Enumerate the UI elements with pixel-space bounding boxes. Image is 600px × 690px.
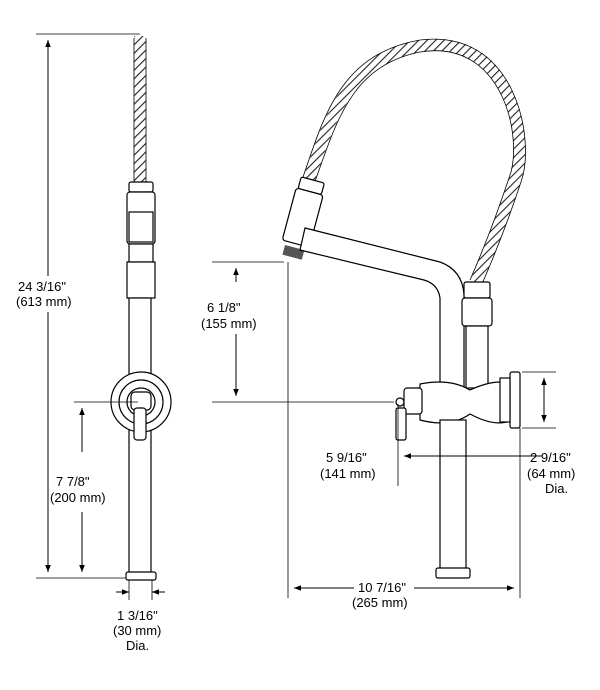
base-diameter-imperial: 1 3/16": [117, 608, 158, 623]
handle-reach-metric: (141 mm): [320, 466, 376, 481]
spout-reach-imperial: 10 7/16": [358, 580, 406, 595]
handle-reach-imperial: 5 9/16": [326, 450, 367, 465]
side-hose: [302, 38, 526, 285]
base-diameter-dimension: [116, 580, 165, 600]
spout-clearance-imperial: 6 1/8": [207, 300, 241, 315]
handle-reach-dimension: [397, 404, 542, 486]
base-diameter-note: Dia.: [126, 638, 149, 653]
escutcheon-diameter-imperial: 2 9/16": [530, 450, 571, 465]
side-view-faucet: [282, 38, 526, 579]
overall-height-dimension: [36, 33, 140, 579]
base-diameter-metric: (30 mm): [113, 623, 161, 638]
handle-height-dimension: [74, 401, 138, 572]
spout-reach-dimension: [287, 262, 521, 598]
overall-height-imperial: 24 3/16": [18, 279, 66, 294]
front-view-faucet: [110, 36, 172, 581]
spout-reach-metric: (265 mm): [352, 595, 408, 610]
handle-height-metric: (200 mm): [50, 490, 106, 505]
overall-height-metric: (613 mm): [16, 294, 72, 309]
escutcheon-diameter-metric: (64 mm): [527, 466, 575, 481]
spout-clearance-metric: (155 mm): [201, 316, 257, 331]
escutcheon-diameter-dimension: [522, 371, 556, 429]
escutcheon-diameter-note: Dia.: [545, 481, 568, 496]
spout-clearance-dimension: [212, 261, 394, 403]
handle-height-imperial: 7 7/8": [56, 474, 90, 489]
